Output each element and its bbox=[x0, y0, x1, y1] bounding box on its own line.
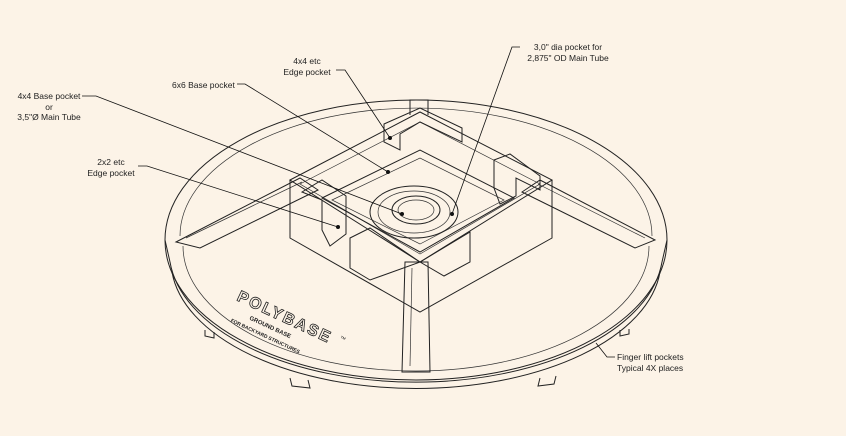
leader-dot-2x2-edge bbox=[336, 225, 340, 229]
leader-dot-3in-dia bbox=[450, 212, 454, 216]
support-ribs bbox=[174, 99, 657, 373]
callout-2x2-edge-pocket: 2x2 etc Edge pocket bbox=[82, 157, 140, 178]
logo-trademark: ™ bbox=[338, 335, 346, 344]
callout-line: 2,875" OD Main Tube bbox=[527, 52, 609, 63]
leader-lines bbox=[82, 46, 615, 358]
polybase-logo: POLYBASE ™ GROUND BASE FOR BACKYARD STRU… bbox=[229, 288, 346, 356]
leader-6x6-base bbox=[237, 83, 389, 173]
leader-finger-lift bbox=[595, 342, 615, 358]
callout-line: 3,5"Ø Main Tube bbox=[17, 112, 81, 122]
callout-line: Edge pocket bbox=[87, 167, 135, 178]
leader-dot-6x6-base bbox=[386, 170, 390, 174]
callout-line: Typical 4X places bbox=[617, 362, 684, 373]
callout-3in-dia-pocket: 3,0" dia pocket for 2,875" OD Main Tube bbox=[520, 42, 616, 63]
callout-6x6-base-pocket: 6x6 Base pocket bbox=[172, 80, 235, 91]
leader-4x4-edge bbox=[336, 69, 391, 139]
callout-line: 4x4 Base pocket bbox=[17, 91, 81, 101]
callout-line: Edge pocket bbox=[283, 66, 331, 77]
callout-line: 3,0" dia pocket for bbox=[533, 42, 603, 52]
callout-4x4-edge-pocket: 4x4 etc Edge pocket bbox=[276, 56, 338, 77]
leader-2x2-edge bbox=[138, 165, 339, 228]
leader-dot-4x4-base bbox=[400, 212, 404, 216]
central-block bbox=[288, 107, 554, 313]
leader-dot-4x4-edge bbox=[388, 136, 392, 140]
callout-line: 6x6 Base pocket bbox=[172, 80, 235, 90]
callout-line: 4x4 etc bbox=[293, 56, 321, 66]
callout-finger-lift-pockets: Finger lift pockets Typical 4X places bbox=[617, 352, 684, 373]
callout-4x4-base-pocket: 4x4 Base pocket or 3,5"Ø Main Tube bbox=[12, 91, 86, 123]
base-disc bbox=[164, 99, 668, 389]
finger-lift-pocket-marks bbox=[204, 329, 630, 389]
callout-line: or bbox=[45, 101, 53, 112]
callout-line: Finger lift pockets bbox=[617, 352, 684, 362]
leader-4x4-base bbox=[82, 95, 403, 215]
callout-line: 2x2 etc bbox=[97, 157, 125, 167]
leader-3in-dia bbox=[451, 46, 520, 215]
